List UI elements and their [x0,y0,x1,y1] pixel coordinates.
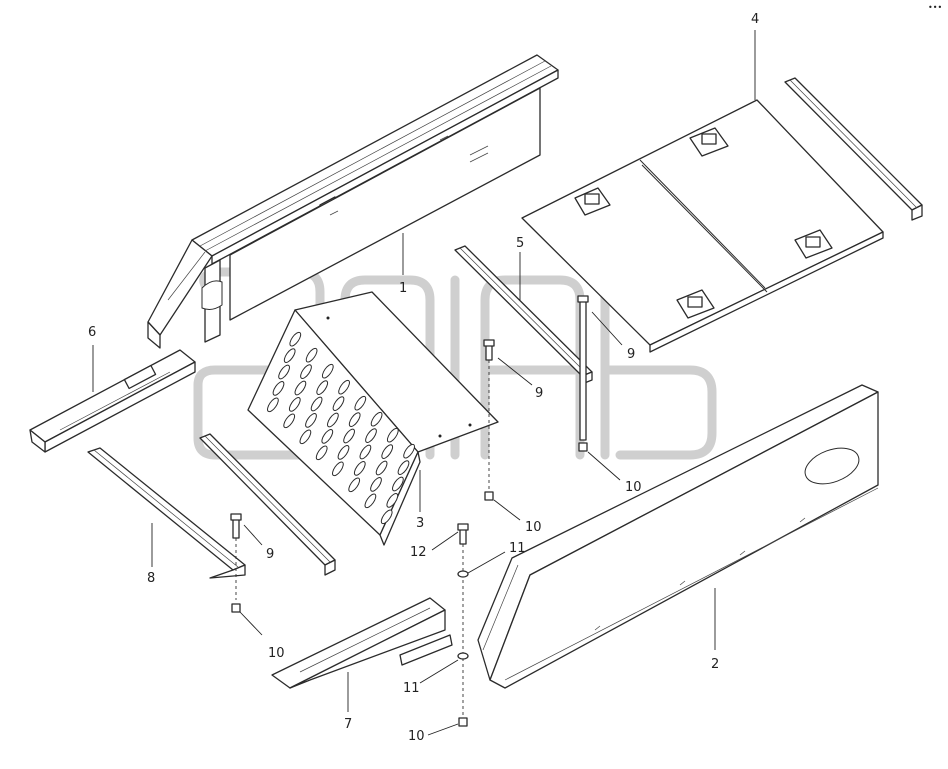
step-slot [338,379,350,395]
step-slot [321,429,334,444]
label-part-9-right: 9 [627,347,635,362]
tie-down-ring-1 [574,187,611,216]
label-part-11-top: 11 [509,541,526,556]
step-slot [294,380,307,396]
label-part-6: 6 [88,325,96,340]
step-slot [283,348,296,363]
part-3-perforated-step [247,291,499,546]
step-slot [348,477,361,493]
part-9-bar-left [199,433,336,576]
step-slot [315,445,328,461]
step-slot [392,476,404,492]
step-slot [353,461,366,476]
label-part-10-right: 10 [625,480,642,495]
step-slot [332,461,344,477]
tie-down-ring-3 [794,229,833,259]
callout-labels: 1 2 3 4 5 6 7 8 9 9 9 10 10 10 10 11 11 … [88,3,942,744]
part-2-side-panel [477,384,879,689]
label-part-10-left: 10 [268,646,285,661]
tie-down-ring-2 [689,127,729,157]
part-4-floor-panel [521,99,884,353]
corner-mark: ••• [928,3,942,12]
step-slot [332,396,345,411]
step-slots [267,331,415,525]
label-part-10-center: 10 [525,520,542,535]
label-part-3: 3 [416,516,424,531]
step-slot [403,443,415,459]
part-6-bracket [29,349,196,453]
label-part-2: 2 [711,657,719,672]
step-slot [310,396,323,412]
step-slot [267,397,279,413]
part-7-small-bracket [271,597,453,689]
step-slot [381,444,394,459]
step-slot [305,347,318,363]
step-slot [327,412,339,428]
step-slot [300,364,312,379]
step-slot [316,380,329,395]
label-part-7: 7 [344,717,352,732]
step-slot [278,364,290,380]
label-part-11-bottom: 11 [403,681,420,696]
step-slot [305,413,317,428]
step-slot [397,460,410,475]
step-slot [288,397,301,412]
step-slot [321,363,334,379]
step-slot [370,411,383,427]
step-slot [337,445,350,460]
step-slot [299,429,312,445]
step-slot [289,331,302,347]
step-slot [365,428,377,443]
label-part-4: 4 [751,12,759,27]
part-1-side-rail [147,54,559,349]
step-slot [386,427,399,443]
tie-down-ring-4 [676,289,715,319]
step-slot [386,493,399,508]
label-part-8: 8 [147,571,155,586]
part-8-flat-bar [87,447,246,579]
label-part-10-bottom: 10 [408,729,425,744]
step-slot [359,444,372,460]
step-slot [272,381,285,396]
label-part-1: 1 [399,281,407,296]
label-part-12: 12 [410,545,427,560]
step-slot [354,395,367,411]
step-slot [343,428,355,444]
step-slot [370,477,382,492]
step-slot [380,509,393,525]
part-4-edge-bar [784,77,923,221]
step-slot [364,493,377,509]
step-slot [283,413,296,429]
step-slot [348,412,361,427]
label-part-9-center: 9 [535,386,543,401]
label-part-9-left: 9 [266,547,274,562]
step-slot [375,460,388,476]
label-part-5: 5 [516,236,524,251]
leader-lines [92,30,756,736]
fasteners [230,295,589,727]
